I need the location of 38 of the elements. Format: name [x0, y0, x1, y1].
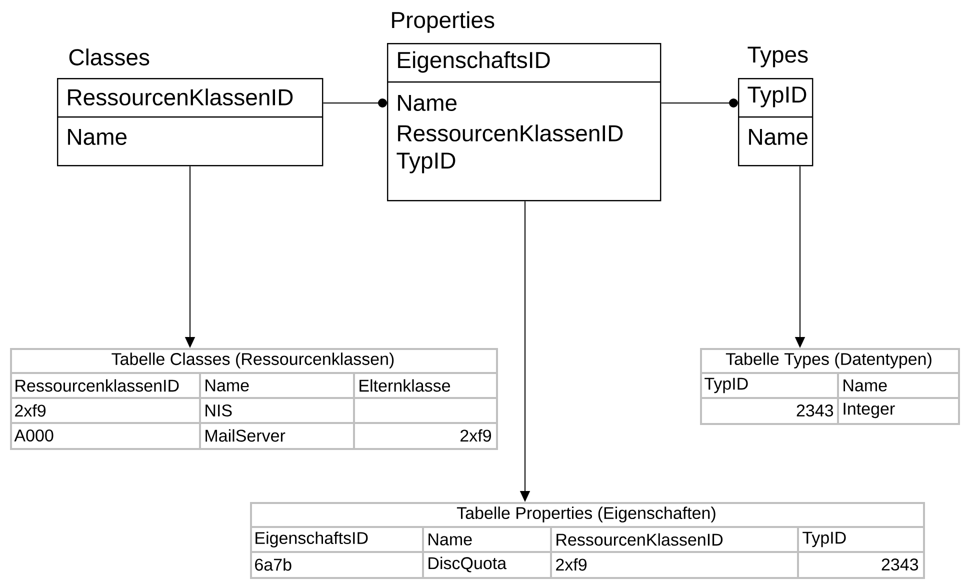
data-table [700, 348, 960, 425]
entity-box: EigenschaftsID Name RessourcenKlassenID TypID [387, 43, 662, 202]
table-cell: 2343 [882, 558, 918, 571]
node-label: RessourcenKlassenID [398, 124, 623, 142]
entity-box: RessourcenKlassenID Name [57, 78, 324, 166]
table-cell: DiscQuota [428, 556, 507, 572]
table-cell: Name [206, 380, 249, 392]
table-cell: Elternklasse [360, 379, 450, 392]
entity-box: TypID Name [738, 78, 814, 166]
table-cell: 2xf9 [15, 404, 46, 417]
entity-title: Types [748, 46, 808, 68]
entity-title: Properties [392, 11, 494, 33]
node-label: EigenschaftsID [398, 51, 550, 73]
table-cell: EigenschaftsID [256, 532, 368, 548]
table-cell: A000 [14, 429, 54, 442]
table-cell: 6a7b [255, 558, 292, 571]
table-title: Tabelle Properties (Eigenschaften) [456, 506, 716, 522]
node-label: Name [398, 94, 457, 112]
table-cell: NIS [206, 404, 232, 417]
table-cell: Integer [844, 402, 895, 418]
entity-title: Classes [69, 48, 150, 66]
table-title: Tabelle Classes (Ressourcenklassen) [112, 352, 394, 368]
table-cell: 2343 [796, 404, 834, 417]
relationship-line [322, 98, 387, 108]
table-cell: Name [428, 534, 472, 546]
table-cell: 2xf9 [460, 429, 491, 442]
table-title: Tabelle Types (Datentypen) [726, 352, 932, 368]
table-cell: MailServer [206, 429, 286, 442]
table-cell: TypID [704, 378, 748, 394]
data-table [10, 348, 498, 450]
table-cell: RessourcenklassenID [16, 379, 179, 392]
table-cell: 2xf9 [556, 558, 587, 571]
table-cell: RessourcenKlassenID [556, 533, 723, 546]
table-cell: Name [844, 380, 887, 392]
relationship-line [660, 98, 738, 108]
node-label: TypID [396, 152, 456, 174]
data-table [250, 502, 925, 579]
table-cell: TypID [802, 532, 846, 548]
